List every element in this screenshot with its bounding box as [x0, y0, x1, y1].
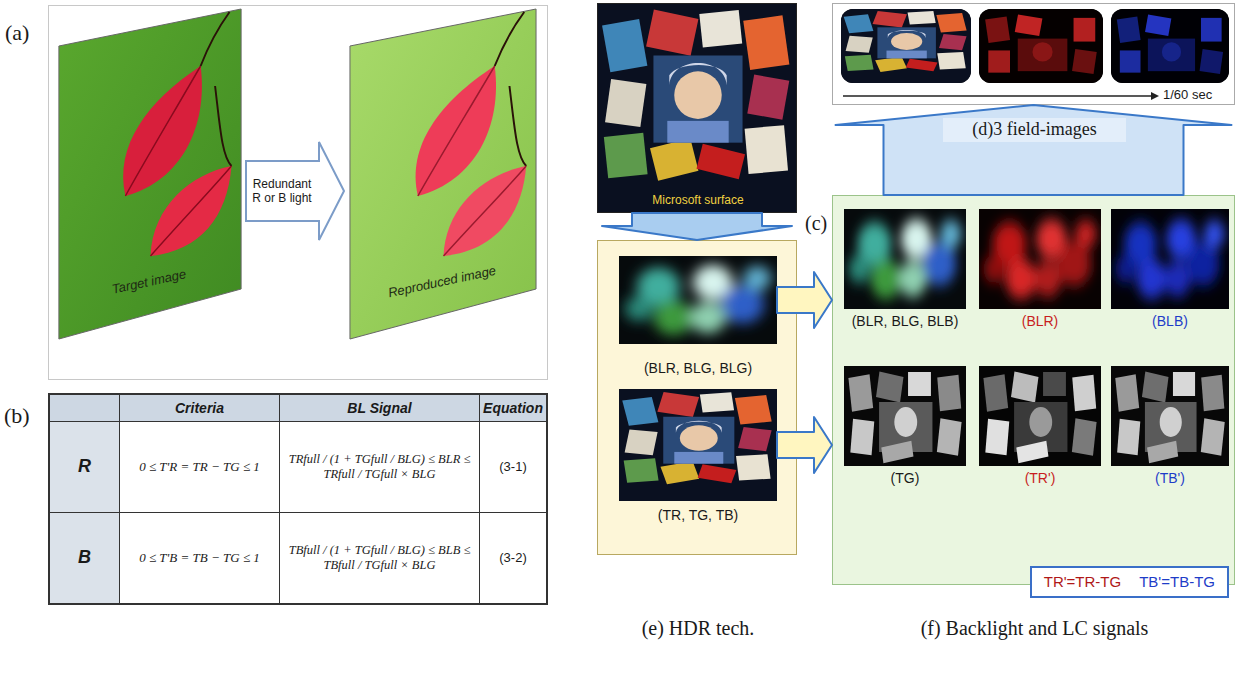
image-art-use: [979, 209, 1101, 309]
image-art: [979, 9, 1103, 83]
image-art: [56, 6, 244, 341]
image-art: [979, 209, 1101, 309]
table-text: (3-2): [499, 550, 526, 566]
image-art-use: [979, 9, 1103, 83]
image-caption: (TB'): [1103, 470, 1237, 487]
image-art: [979, 366, 1101, 466]
hdr-panel: (e) HDR tech.(BLR, BLG, BLG)(TR, TG, TB): [597, 240, 797, 555]
image-art-use: [246, 142, 344, 240]
table-text: 0 ≤ T'B = TB − TG ≤ 1: [139, 550, 260, 566]
field-image: [1111, 9, 1229, 83]
table-text: TRfull / (1 + TGfull / BLG) ≤ BLR ≤ TRfu…: [286, 452, 473, 482]
image-art: [1111, 209, 1229, 309]
lc-image: (TR, TG, TB): [619, 389, 777, 501]
image-art-use: [619, 256, 777, 344]
table-cell: TRfull / (1 + TGfull / BLG) ≤ BLR ≤ TRfu…: [280, 422, 480, 513]
table-text: Equation: [483, 400, 543, 417]
table-text: BL Signal: [347, 400, 411, 417]
table-cell: BL Signal: [280, 395, 480, 422]
image-art-use: [844, 366, 966, 466]
table-cell: R: [50, 422, 120, 513]
panel-label: (f) Backlight and LC signals: [833, 616, 1236, 640]
panel-label: (d)3 field-images: [943, 118, 1126, 142]
panel-label: (c): [805, 211, 833, 235]
backlight-image: (BLR, BLG, BLG): [619, 256, 777, 344]
image-art: [841, 9, 971, 83]
panel-label: (b): [4, 403, 42, 429]
image-caption: (BLR, BLG, BLB): [836, 313, 974, 330]
block-arrow: [602, 213, 792, 240]
table-text: R: [78, 456, 91, 478]
field-image: [841, 9, 971, 83]
table-cell: [50, 395, 120, 422]
image-art-use: [1111, 9, 1229, 83]
panel-frame: (a)Target imageRedundant R or B lightRep…: [48, 5, 548, 380]
image-caption: (TR, TG, TB): [611, 507, 785, 524]
time-label: 1/60 sec: [1163, 87, 1229, 103]
panel-label: (a): [5, 20, 43, 46]
arrow-text: Redundant R or B light: [247, 161, 317, 221]
redundant-arrow: Redundant R or B light: [245, 141, 345, 241]
image-caption: Microsoft surface: [608, 193, 788, 207]
image-art: [619, 389, 777, 501]
image-art: [619, 256, 777, 344]
timeline-line: [843, 95, 1151, 97]
field-image: [979, 9, 1103, 83]
table-text: B: [78, 547, 91, 569]
backlight-image: (BLR, BLG, BLB): [844, 209, 966, 309]
image-art-use: [1111, 366, 1229, 466]
image-caption: (BLR): [971, 313, 1109, 330]
formula-box: TR'=TR-TG TB'=TB-TG: [1030, 566, 1229, 598]
lc-image: (TG): [844, 366, 966, 466]
image-caption: (TG): [836, 470, 974, 487]
image-art: [1111, 366, 1229, 466]
image-art: [347, 6, 539, 341]
table-cell: 0 ≤ T'R = TR − TG ≤ 1: [120, 422, 280, 513]
image-caption: (BLB): [1103, 313, 1237, 330]
image-art-use: [844, 209, 966, 309]
image-art: [1111, 9, 1229, 83]
table-cell: B: [50, 513, 120, 603]
backlight-image: (BLB): [1111, 209, 1229, 309]
table-cell: (3-2): [480, 513, 546, 603]
image-caption: (TR'): [971, 470, 1109, 487]
image-art-use: [350, 9, 536, 339]
reproduced-image: Reproduced image: [347, 6, 539, 341]
table-cell: Equation: [480, 395, 546, 422]
table-cell: 0 ≤ T'B = TB − TG ≤ 1: [120, 513, 280, 603]
image-art-use: [841, 9, 971, 83]
table-text: (3-1): [499, 459, 526, 475]
image-art-use: [619, 389, 777, 501]
signal-panel: (f) Backlight and LC signals(BLR, BLG, B…: [832, 195, 1235, 585]
field-panel: (d)3 field-images1/60 sec: [832, 3, 1235, 105]
image-art: [844, 209, 966, 309]
table-text: 0 ≤ T'R = TR − TG ≤ 1: [139, 459, 260, 475]
image-art-use: [1111, 209, 1229, 309]
formula-text: TR'=TR-TG: [1044, 573, 1121, 591]
lc-image: (TB'): [1111, 366, 1229, 466]
criteria-table: (b)CriteriaBL SignalEquationR0 ≤ T'R = T…: [48, 393, 548, 605]
image-art-use: [979, 366, 1101, 466]
image-art: [844, 366, 966, 466]
table-cell: Criteria: [120, 395, 280, 422]
formula-text: TB'=TB-TG: [1139, 573, 1215, 591]
table-text: TBfull / (1 + TGfull / BLG) ≤ BLB ≤ TBfu…: [286, 543, 473, 573]
target-image: Target image: [56, 6, 244, 341]
block-arrow: [836, 105, 1232, 195]
source-image: Microsoft surface: [597, 3, 797, 213]
image-art: [598, 4, 796, 212]
table-cell: (3-1): [480, 422, 546, 513]
image-caption: (BLR, BLG, BLG): [611, 360, 785, 377]
lc-image: (TR'): [979, 366, 1101, 466]
timeline-head: [1151, 92, 1159, 100]
table-cell: TBfull / (1 + TGfull / BLG) ≤ BLB ≤ TBfu…: [280, 513, 480, 603]
image-art-use: [59, 9, 241, 339]
panel-label: (e) HDR tech.: [588, 616, 808, 640]
backlight-image: (BLR): [979, 209, 1101, 309]
image-art-use: [598, 4, 796, 212]
table-text: Criteria: [175, 400, 224, 417]
